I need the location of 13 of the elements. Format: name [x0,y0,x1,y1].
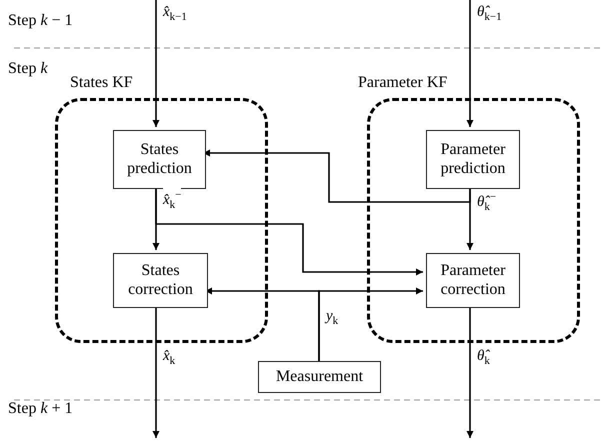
group-title: States KF [70,74,133,92]
process-box: Parameter correction [426,253,520,308]
step-label: Step k + 1 [8,400,73,418]
arrow [152,0,160,127]
process-box: Measurement [258,361,381,393]
group-title: Parameter KF [358,74,448,92]
process-box: States prediction [113,130,206,189]
arrow [466,0,474,127]
process-box: States correction [113,253,208,308]
step-label: Step k − 1 [8,12,73,30]
process-box: Parameter prediction [426,130,520,189]
arrow [318,288,423,361]
step-label: Step k [8,60,48,78]
